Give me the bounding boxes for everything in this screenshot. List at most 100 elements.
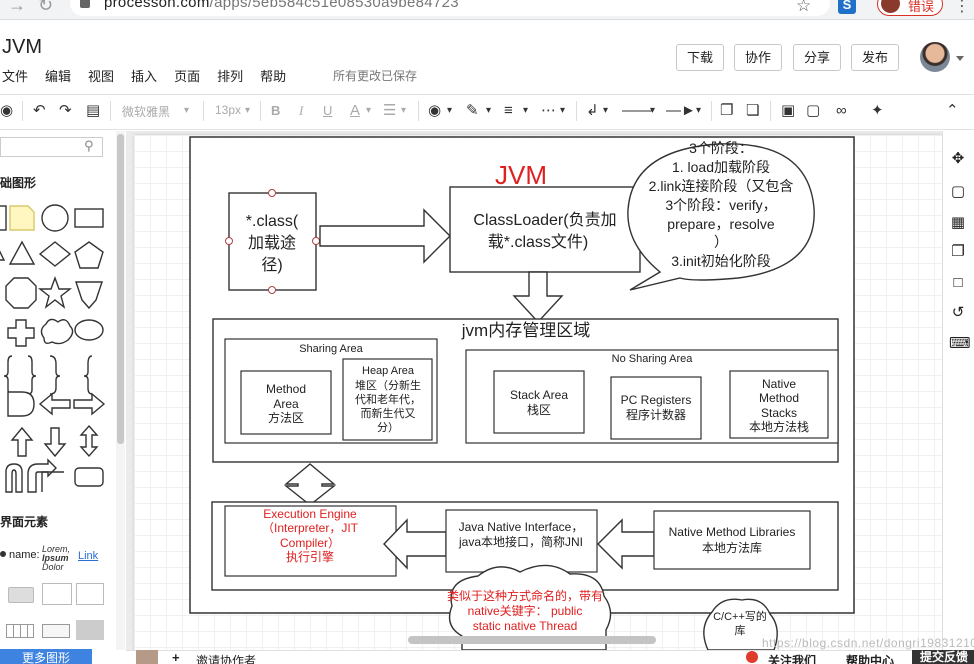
format-brush-icon[interactable]: ▤ [86, 102, 101, 119]
canvas-horizontal-scrollbar[interactable] [408, 636, 656, 644]
text-align-icon[interactable]: ☰ [383, 102, 397, 119]
menu-arrange[interactable]: 排列 [217, 69, 244, 84]
browser-menu-icon[interactable]: ⋮ [954, 0, 970, 15]
bookmark-star-icon[interactable]: ☆ [796, 0, 812, 15]
ui-panel-sample[interactable] [76, 583, 104, 605]
line-width-caret-icon[interactable]: ▾ [523, 105, 529, 116]
navigator-crosshair-icon[interactable]: ✥ [951, 150, 965, 167]
font-size-caret-icon[interactable]: ▾ [245, 105, 251, 116]
document-title[interactable]: JVM [2, 36, 42, 58]
native-libs-box [653, 510, 811, 570]
shape-search-input[interactable] [0, 137, 103, 157]
shape-arrow-updown [79, 424, 99, 458]
search-icon[interactable]: ⚲ [84, 138, 94, 153]
italic-button[interactable]: I [299, 103, 304, 118]
lock-icon[interactable]: ▣ [781, 102, 796, 119]
ui-link-sample[interactable]: Link [78, 550, 99, 562]
shape-cross [7, 319, 35, 347]
fill-caret-icon[interactable]: ▾ [447, 105, 453, 116]
url-text[interactable]: processon.com/apps/5eb584c51e08530a9be84… [104, 0, 459, 11]
section-basic-shapes[interactable]: 础图形 [0, 176, 37, 190]
toolbar-divider [110, 101, 111, 121]
section-ui-elements[interactable]: 界面元素 [0, 515, 49, 529]
publish-button[interactable]: 发布 [851, 44, 899, 71]
document-icon[interactable]: □ [953, 274, 963, 291]
link-icon[interactable]: ∞ [836, 102, 847, 119]
line-start-caret-icon[interactable]: ▾ [650, 105, 656, 116]
more-shapes-button[interactable]: 更多图形 [0, 649, 92, 664]
user-menu-caret-icon[interactable] [956, 56, 964, 61]
redo-icon[interactable]: ↷ [59, 102, 72, 119]
submit-feedback-button[interactable]: 提交反馈 [912, 650, 974, 664]
history-icon[interactable]: ↺ [951, 304, 965, 321]
collaborator-avatar[interactable] [136, 650, 158, 664]
collaborate-button[interactable]: 协作 [734, 44, 782, 71]
method-area-line3: 方法区 [268, 410, 304, 425]
line-color-icon[interactable]: ✎ [466, 102, 479, 119]
line-style-icon[interactable]: ⋯ [541, 102, 556, 119]
sidebar-scroll-thumb[interactable] [117, 134, 124, 444]
invite-collaborator-link[interactable]: 邀请协作者 [196, 654, 257, 664]
phases-speech-bubble [627, 143, 815, 291]
connector-type-icon[interactable]: ↲ [586, 102, 599, 119]
extension-s-icon[interactable]: S [838, 0, 856, 14]
share-button[interactable]: 分享 [793, 44, 841, 71]
underline-button[interactable]: U [323, 103, 333, 118]
text-align-caret-icon[interactable]: ▾ [401, 105, 407, 116]
menu-view[interactable]: 视图 [88, 69, 115, 84]
connector-caret-icon[interactable]: ▾ [603, 105, 609, 116]
unlock-icon[interactable]: ▢ [806, 102, 821, 119]
comment-icon[interactable]: ⌨ [949, 335, 971, 352]
menu-insert[interactable]: 插入 [131, 69, 158, 84]
send-back-icon[interactable]: ❏ [746, 102, 760, 119]
sharing-area-title: Sharing Area [299, 343, 363, 355]
font-color-button[interactable]: A [350, 102, 361, 119]
help-center-link[interactable]: 帮助中心 [846, 654, 895, 664]
weibo-icon[interactable] [746, 651, 758, 663]
follow-us-link[interactable]: 关注我们 [768, 654, 817, 664]
add-collaborator-icon[interactable]: + [172, 650, 180, 664]
url-box[interactable] [70, 0, 830, 16]
collapse-toolbar-icon[interactable]: ⌃ [946, 102, 959, 119]
ui-table-sample[interactable] [6, 624, 34, 638]
bring-front-icon[interactable]: ❐ [720, 102, 734, 119]
menu-help[interactable]: 帮助 [260, 69, 287, 84]
menu-edit[interactable]: 编辑 [45, 69, 72, 84]
fill-color-icon[interactable]: ◉ [428, 102, 442, 119]
line-start-icon[interactable]: —— [622, 102, 652, 119]
arrow-libs-to-jni [597, 518, 655, 570]
magic-wand-icon[interactable]: ✦ [871, 102, 884, 119]
user-avatar[interactable] [920, 42, 950, 72]
ui-name-label-sample[interactable]: name: [9, 549, 40, 561]
font-color-caret-icon[interactable]: ▾ [366, 105, 372, 116]
ui-tab-sample[interactable] [42, 624, 70, 638]
font-family-select[interactable]: 微软雅黑 [122, 105, 171, 119]
font-family-caret-icon[interactable]: ▾ [184, 105, 190, 116]
page-settings-icon[interactable]: ▦ [950, 214, 966, 231]
phases-line3: 2.link连接阶段（又包含 [649, 178, 794, 194]
ui-button-sample[interactable] [8, 587, 34, 603]
menu-file[interactable]: 文件 [2, 69, 29, 84]
line-end-caret-icon[interactable]: ▾ [696, 105, 702, 116]
undo-icon[interactable]: ↶ [33, 102, 46, 119]
blog-watermark: https://blog.csdn.net/dongri19831210 [762, 636, 974, 650]
line-end-arrow-icon[interactable]: —► [666, 102, 696, 119]
ui-image-sample-icon[interactable] [76, 620, 104, 640]
refresh-icon[interactable]: ↻ [38, 0, 54, 15]
cpp-note-line2: 库 [735, 624, 746, 637]
font-size-select[interactable]: 13px [215, 103, 242, 117]
menu-page[interactable]: 页面 [174, 69, 201, 84]
line-color-caret-icon[interactable]: ▾ [486, 105, 492, 116]
shape-parallelogram-partial [0, 250, 6, 261]
bold-button[interactable]: B [271, 103, 281, 118]
copy-pages-icon[interactable]: ❐ [951, 243, 965, 260]
download-button[interactable]: 下载 [676, 44, 724, 71]
back-arrow-icon[interactable]: → [8, 0, 26, 15]
format-painter-shape-icon[interactable]: ◉ [0, 102, 14, 119]
line-style-caret-icon[interactable]: ▾ [560, 105, 566, 116]
style-panel-icon[interactable]: ▢ [950, 183, 966, 200]
ui-window-sample[interactable] [42, 583, 72, 605]
shape-speech-bubble [74, 319, 104, 341]
line-width-icon[interactable]: ≡ [504, 102, 513, 119]
